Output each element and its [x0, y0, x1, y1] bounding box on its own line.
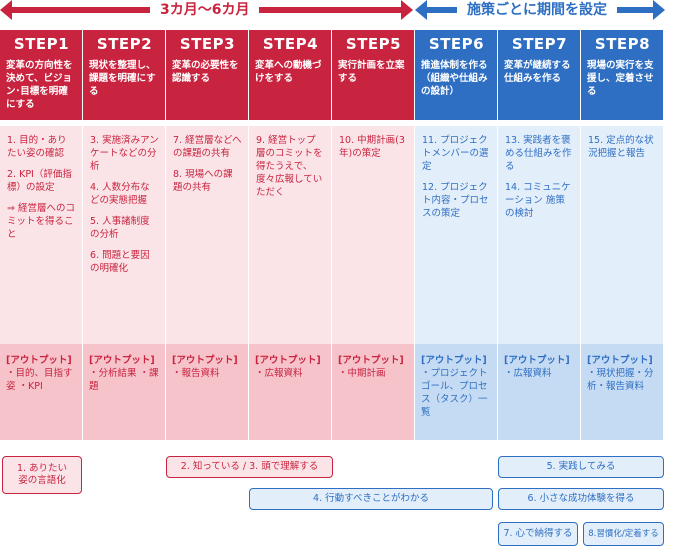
step-title: 推進体制を作る（組織や仕組みの設計）	[421, 60, 488, 97]
stage-box-1: 1. ありたい姿の言語化	[2, 456, 82, 494]
step-header: STEP3 変革の必要性を認識する	[166, 30, 248, 120]
step-header: STEP6 推進体制を作る（組織や仕組みの設計）	[415, 30, 497, 120]
step-header: STEP5 実行計画を立案する	[332, 30, 414, 120]
step-tasks: 15. 定点的な状況把握と報告	[581, 126, 663, 356]
step-label: STEP8	[594, 35, 651, 53]
output-title: [アウトプット]	[6, 355, 72, 366]
timeline-arrow-right: 施策ごとに期間を設定	[415, 0, 665, 20]
output-text: ・報告資料	[172, 368, 220, 379]
step-title: 変革の必要性を認識する	[172, 60, 239, 84]
step-output: [アウトプット] ・プロジェクトゴール、プロセス（タスク）一覧	[415, 344, 497, 440]
stage-box-4: 4. 行動すべきことがわかる	[249, 488, 493, 510]
step-column-4: STEP4 変革への動機づけをする 9. 経営トップ層のコミットを得たうえで、度…	[249, 30, 331, 440]
task-item: 12. プロジェクト内容・プロセスの策定	[422, 182, 489, 219]
step-title: 実行計画を立案する	[338, 60, 405, 84]
output-title: [アウトプット]	[504, 355, 570, 366]
arrow-head-left-icon	[415, 0, 427, 20]
step-tasks: 10. 中期計画(3年)の策定	[332, 126, 414, 356]
task-item: 10. 中期計画(3年)の策定	[339, 135, 405, 159]
step-label: STEP6	[428, 35, 485, 53]
stage-box-2: 2. 知っている / 3. 頭で理解する	[166, 456, 333, 478]
output-title: [アウトプット]	[89, 355, 155, 366]
step-header: STEP8 現場の実行を支援し、定着させる	[581, 30, 663, 120]
output-text: ・広報資料	[504, 368, 552, 379]
step-header: STEP2 現状を整理し、課題を明確にする	[83, 30, 165, 120]
step-column-7: STEP7 変革が継続する仕組みを作る 13. 実践者を褒める仕組みを作る 14…	[498, 30, 580, 440]
step-tasks: 3. 実施済みアンケートなどの分析 4. 人数分布などの実態把握 5. 人事諸制…	[83, 126, 165, 356]
arrow-head-right-icon	[401, 0, 413, 20]
task-item: 14. コミュニケーション 施策の検討	[505, 182, 571, 219]
step-title: 変革の方向性を決めて、ビジョン･目標を明確にする	[6, 60, 73, 110]
arrow-head-left-icon	[0, 0, 12, 20]
step-label: STEP4	[262, 35, 319, 53]
timeline-label-left: 3カ月〜6カ月	[150, 1, 260, 19]
step-title: 変革への動機づけをする	[255, 60, 322, 84]
step-output: [アウトプット] ・広報資料	[498, 344, 580, 440]
step-column-5: STEP5 実行計画を立案する 10. 中期計画(3年)の策定 [アウトプット]…	[332, 30, 414, 440]
task-item: 4. 人数分布などの実態把握	[90, 182, 150, 206]
output-title: [アウトプット]	[255, 355, 321, 366]
stage-box-8: 8.習慣化/定着する	[583, 522, 664, 546]
output-text: ・目的、目指す姿 ・KPI	[6, 368, 73, 392]
step-title: 現状を整理し、課題を明確にする	[89, 60, 156, 97]
output-text: ・中期計画	[338, 368, 386, 379]
task-item: 5. 人事諸制度の分析	[90, 216, 150, 240]
output-text: ・広報資料	[255, 368, 303, 379]
step-header: STEP4 変革への動機づけをする	[249, 30, 331, 120]
step-header: STEP1 変革の方向性を決めて、ビジョン･目標を明確にする	[0, 30, 82, 120]
output-title: [アウトプット]	[338, 355, 404, 366]
step-output: [アウトプット] ・広報資料	[249, 344, 331, 440]
step-output: [アウトプット] ・分析結果 ・課題	[83, 344, 165, 440]
step-output: [アウトプット] ・目的、目指す姿 ・KPI	[0, 344, 82, 440]
task-item: 15. 定点的な状況把握と報告	[588, 135, 654, 159]
step-label: STEP7	[511, 35, 568, 53]
output-title: [アウトプット]	[587, 355, 653, 366]
step-column-6: STEP6 推進体制を作る（組織や仕組みの設計） 11. プロジェクトメンバーの…	[415, 30, 497, 440]
output-title: [アウトプット]	[421, 355, 487, 366]
step-tasks: 7. 経営層などへの課題の共有 8. 現場への課題の共有	[166, 126, 248, 356]
task-item: 8. 現場への課題の共有	[173, 169, 233, 193]
stage-box-6: 6. 小さな成功体験を得る	[498, 488, 664, 510]
output-text: ・プロジェクトゴール、プロセス（タスク）一覧	[421, 368, 488, 418]
stage-box-7: 7. 心で納得する	[498, 522, 578, 546]
timeline-arrow-left: 3カ月〜6カ月	[0, 0, 413, 20]
task-item: 6. 問題と要因の明確化	[90, 250, 150, 274]
task-item: 7. 経営層などへの課題の共有	[173, 135, 242, 159]
task-item: 11. プロジェクトメンバーの選定	[422, 135, 489, 172]
arrow-head-right-icon	[653, 0, 665, 20]
task-item: 1. 目的・ありたい姿の確認	[7, 135, 67, 159]
step-label: STEP5	[345, 35, 402, 53]
step-label: STEP3	[179, 35, 236, 53]
step-label: STEP2	[96, 35, 153, 53]
step-column-3: STEP3 変革の必要性を認識する 7. 経営層などへの課題の共有 8. 現場へ…	[166, 30, 248, 440]
step-tasks: 13. 実践者を褒める仕組みを作る 14. コミュニケーション 施策の検討	[498, 126, 580, 356]
stage-box-5: 5. 実践してみる	[498, 456, 664, 478]
step-column-1: STEP1 変革の方向性を決めて、ビジョン･目標を明確にする 1. 目的・ありた…	[0, 30, 82, 440]
output-text: ・現状把握・分析・報告資料	[587, 368, 654, 392]
step-column-8: STEP8 現場の実行を支援し、定着させる 15. 定点的な状況把握と報告 [ア…	[581, 30, 663, 440]
step-output: [アウトプット] ・報告資料	[166, 344, 248, 440]
step-output: [アウトプット] ・現状把握・分析・報告資料	[581, 344, 663, 440]
step-label: STEP1	[13, 35, 70, 53]
output-text: ・分析結果 ・課題	[89, 368, 159, 392]
task-item: 9. 経営トップ層のコミットを得たうえで、度々広報していただく	[256, 135, 323, 198]
step-column-2: STEP2 現状を整理し、課題を明確にする 3. 実施済みアンケートなどの分析 …	[83, 30, 165, 440]
output-title: [アウトプット]	[172, 355, 238, 366]
task-item: ⇒ 経営層へのコミットを得ること	[7, 203, 75, 240]
step-header: STEP7 変革が継続する仕組みを作る	[498, 30, 580, 120]
step-tasks: 9. 経営トップ層のコミットを得たうえで、度々広報していただく	[249, 126, 331, 356]
step-tasks: 11. プロジェクトメンバーの選定 12. プロジェクト内容・プロセスの策定	[415, 126, 497, 356]
task-item: 3. 実施済みアンケートなどの分析	[90, 135, 159, 172]
task-item: 13. 実践者を褒める仕組みを作る	[505, 135, 572, 172]
step-title: 現場の実行を支援し、定着させる	[587, 60, 654, 97]
task-item: 2. KPI（評価指標）の設定	[7, 169, 72, 193]
step-title: 変革が継続する仕組みを作る	[504, 60, 571, 84]
step-tasks: 1. 目的・ありたい姿の確認 2. KPI（評価指標）の設定 ⇒ 経営層へのコミ…	[0, 126, 82, 356]
step-output: [アウトプット] ・中期計画	[332, 344, 414, 440]
timeline-label-right: 施策ごとに期間を設定	[457, 1, 617, 19]
